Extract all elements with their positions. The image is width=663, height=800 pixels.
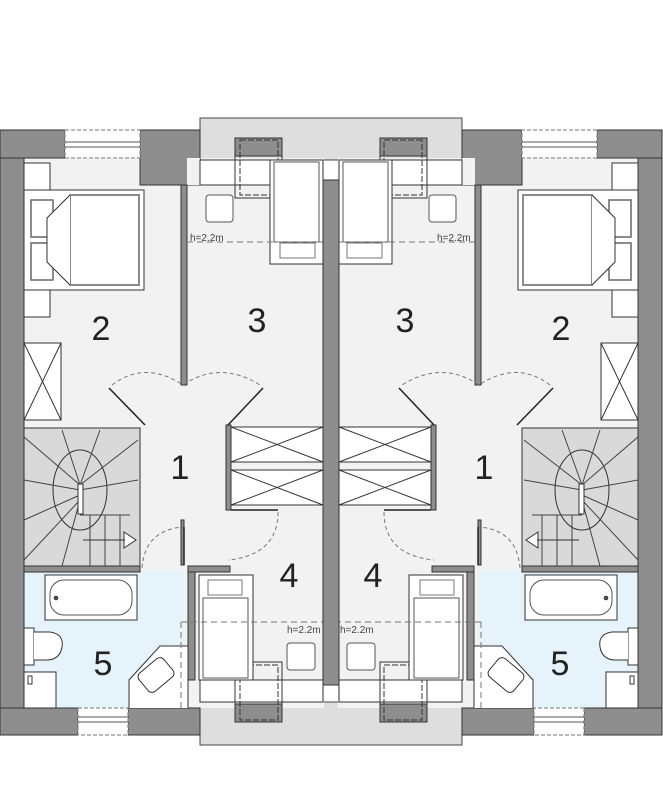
room-label-5: 5	[551, 645, 570, 683]
height-note: h=2.2m	[340, 625, 374, 636]
party-wall	[322, 179, 340, 686]
room-label-5: 5	[94, 645, 113, 683]
room-label-3: 3	[248, 302, 267, 340]
height-note: h=2.2m	[437, 233, 471, 244]
height-note: h=2.2m	[190, 233, 224, 244]
room-label-4: 4	[364, 557, 383, 595]
room-label-2: 2	[552, 310, 571, 348]
room-label-2: 2	[92, 310, 111, 348]
height-note: h=2.2m	[287, 625, 321, 636]
room-label-1: 1	[475, 449, 494, 487]
room-label-4: 4	[280, 557, 299, 595]
left-unit	[0, 129, 332, 736]
room-label-3: 3	[396, 302, 415, 340]
right-unit	[330, 129, 663, 736]
room-label-1: 1	[171, 449, 190, 487]
